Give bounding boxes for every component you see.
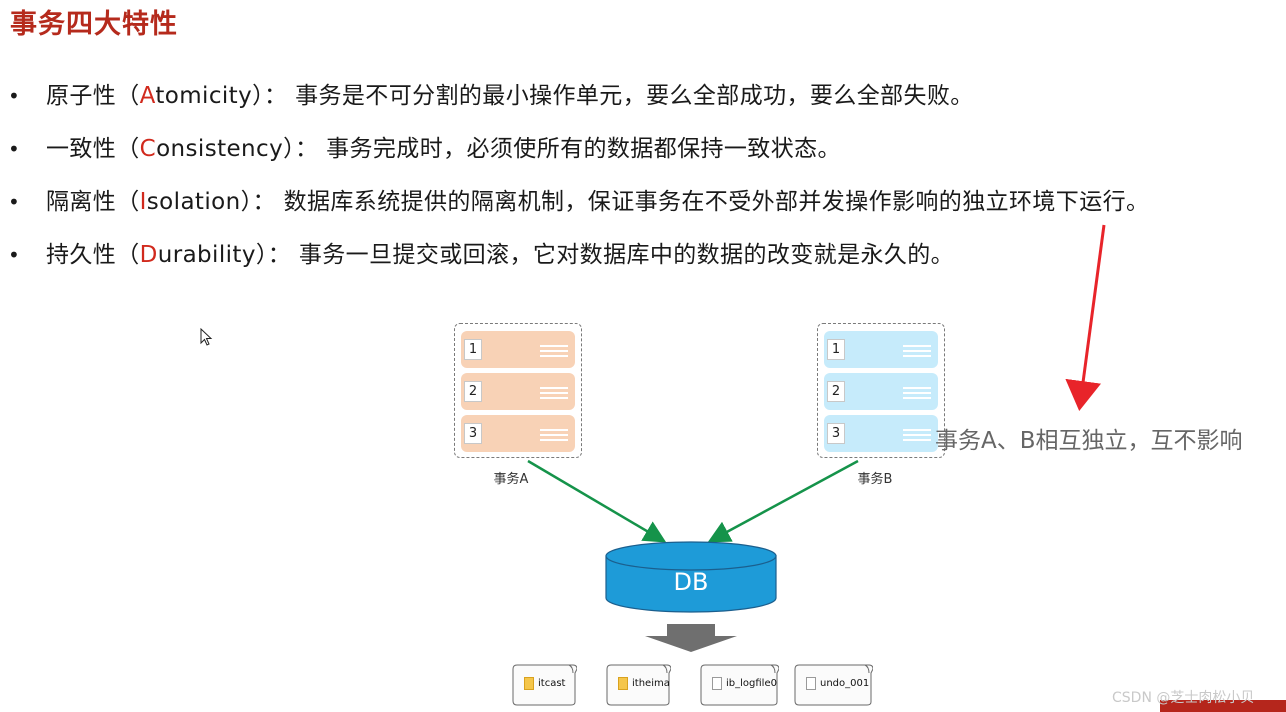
annotation-arrow bbox=[1065, 224, 1106, 411]
folder-icon bbox=[618, 677, 628, 690]
mouse-pointer-icon bbox=[200, 328, 213, 346]
row-number: 3 bbox=[827, 423, 845, 444]
row-lines-icon bbox=[540, 345, 568, 360]
transaction-a-row: 2 bbox=[461, 373, 575, 410]
row-lines-icon bbox=[903, 345, 931, 360]
bullet-marker: • bbox=[8, 84, 20, 108]
document-icon bbox=[712, 677, 722, 690]
file-name: itcast bbox=[538, 678, 566, 689]
db-to-files-arrow bbox=[645, 624, 737, 652]
transaction-a-row: 3 bbox=[461, 415, 575, 452]
corner-decoration bbox=[1160, 700, 1286, 712]
row-number: 1 bbox=[827, 339, 845, 360]
bullet-marker: • bbox=[8, 137, 20, 161]
transaction-b-row: 2 bbox=[824, 373, 938, 410]
folder-icon bbox=[524, 677, 534, 690]
transaction-b-label: 事务B bbox=[857, 472, 893, 487]
bullet-description: solation）： 数据库系统提供的隔离机制，保证事务在不受外部并发操作影响的… bbox=[146, 189, 1150, 215]
bullet-description: urability）： 事务一旦提交或回滚，它对数据库中的数据的改变就是永久的。 bbox=[157, 242, 955, 268]
data-file-itcast: itcast bbox=[511, 664, 577, 706]
transaction-a-row: 1 bbox=[461, 331, 575, 368]
database-cylinder-icon bbox=[605, 541, 777, 613]
data-file-undo-001: undo_001 bbox=[793, 664, 873, 706]
bullet-marker: • bbox=[8, 243, 20, 267]
bullet-accent-letter: D bbox=[139, 242, 158, 268]
transaction-b-row: 3 bbox=[824, 415, 938, 452]
row-number: 2 bbox=[827, 381, 845, 402]
file-name: undo_001 bbox=[820, 678, 870, 689]
row-lines-icon bbox=[540, 429, 568, 444]
bullet-description: tomicity）： 事务是不可分割的最小操作单元，要么全部成功，要么全部失败。 bbox=[155, 83, 974, 109]
row-lines-icon bbox=[903, 429, 931, 444]
transaction-a-label: 事务A bbox=[493, 472, 529, 487]
bullet-accent-letter: C bbox=[139, 136, 157, 162]
db-label: DB bbox=[673, 568, 709, 596]
data-file-ib-logfile0: ib_logfile0 bbox=[699, 664, 779, 706]
data-file-itheima: itheima bbox=[605, 664, 671, 706]
bullet-term-prefix: 持久性（ bbox=[46, 242, 140, 268]
bullet-term-prefix: 原子性（ bbox=[46, 83, 140, 109]
bullet-accent-letter: A bbox=[139, 83, 156, 109]
row-number: 3 bbox=[464, 423, 482, 444]
row-number: 1 bbox=[464, 339, 482, 360]
watermark: CSDN @芝士肉松小贝 bbox=[1112, 690, 1255, 706]
transaction-a-box: 1 2 3 bbox=[454, 323, 582, 458]
file-name: ib_logfile0 bbox=[726, 678, 777, 689]
bullet-term-prefix: 隔离性（ bbox=[46, 189, 140, 215]
transaction-b-row: 1 bbox=[824, 331, 938, 368]
bullet-accent-letter: I bbox=[139, 189, 147, 215]
row-lines-icon bbox=[903, 387, 931, 402]
independence-note: 事务A、B相互独立，互不影响 bbox=[935, 428, 1243, 454]
file-name: itheima bbox=[632, 678, 670, 689]
page-title: 事务四大特性 bbox=[10, 9, 178, 40]
row-lines-icon bbox=[540, 387, 568, 402]
row-number: 2 bbox=[464, 381, 482, 402]
document-icon bbox=[806, 677, 816, 690]
transaction-a-to-db-arrow bbox=[527, 459, 667, 543]
transaction-b-to-db-arrow bbox=[707, 459, 859, 543]
bullet-marker: • bbox=[8, 190, 20, 214]
transaction-b-box: 1 2 3 bbox=[817, 323, 945, 458]
bullet-term-prefix: 一致性（ bbox=[46, 136, 140, 162]
bullet-description: onsistency）： 事务完成时，必须使所有的数据都保持一致状态。 bbox=[156, 136, 841, 162]
